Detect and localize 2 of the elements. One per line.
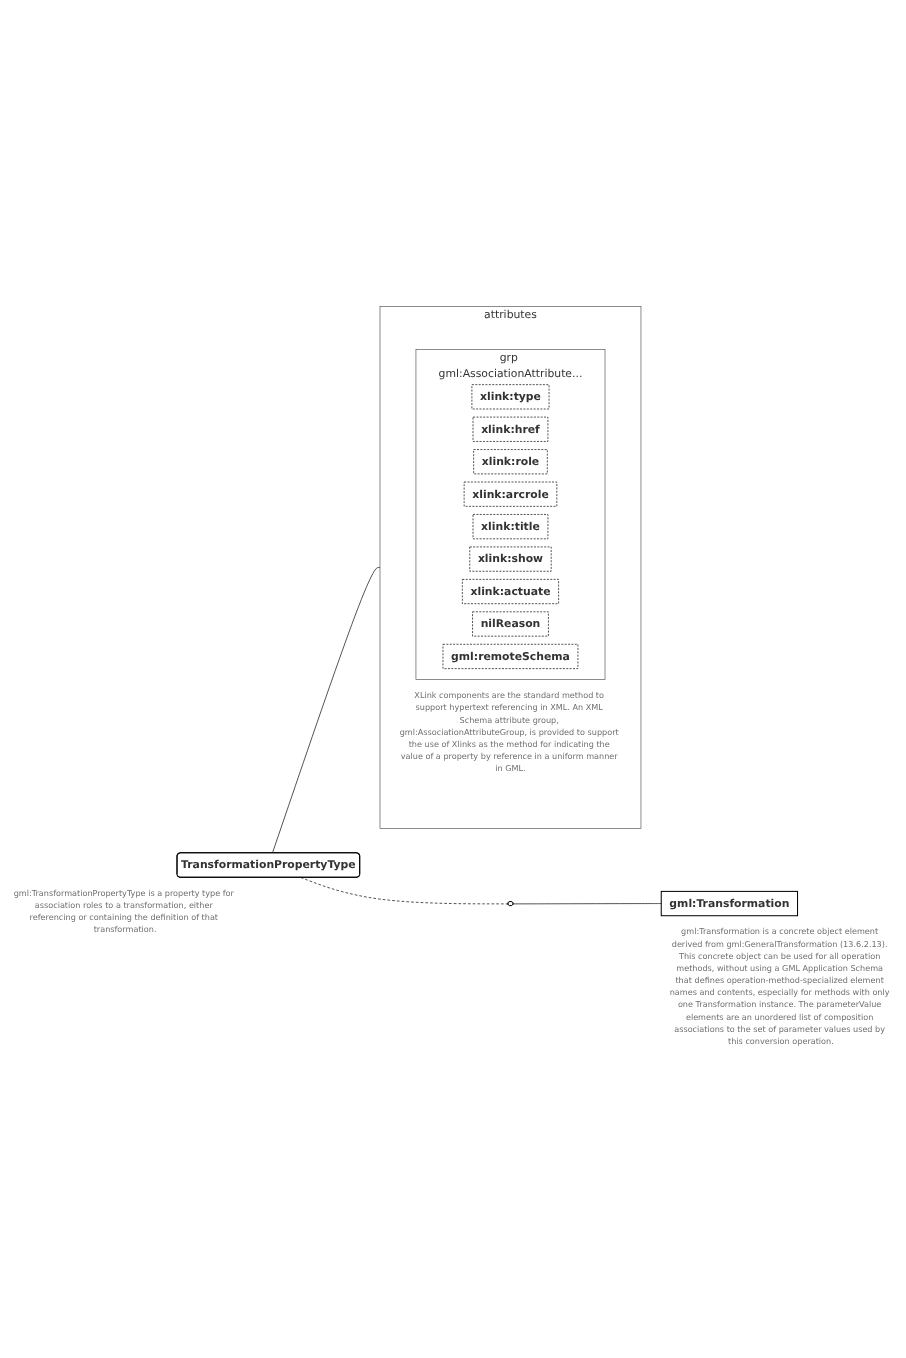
connector [272, 567, 381, 854]
connector [513, 903, 662, 905]
